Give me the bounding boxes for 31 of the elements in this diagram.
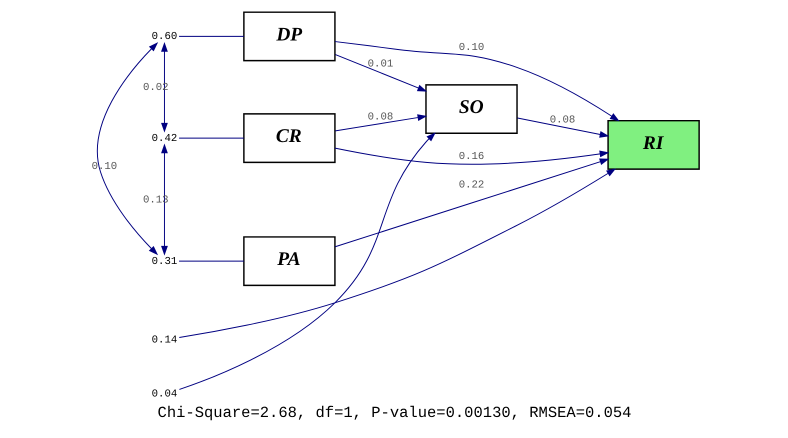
node-text: 0.31 (151, 256, 177, 268)
connector (178, 138, 244, 139)
arrow (516, 118, 609, 138)
arrow (334, 148, 609, 165)
node-box: PA (242, 236, 336, 286)
edge-label: 0.16 (458, 151, 484, 164)
arrow (160, 144, 168, 256)
arrow (334, 114, 427, 132)
node-box: RI (606, 120, 700, 170)
edge-label: 0.08 (549, 114, 575, 126)
caption: Chi-Square=2.68, df=1, P-value=0.00130, RMSEA=0.054 (157, 404, 631, 422)
node-box: SO (424, 84, 518, 134)
arrow (334, 54, 427, 92)
edge-label: 0.08 (367, 112, 393, 124)
edge-label: 0.01 (367, 58, 393, 70)
connector (178, 260, 244, 262)
arrow (334, 41, 620, 122)
arrow (96, 42, 158, 256)
node-text: 0.04 (151, 388, 177, 401)
connector (178, 36, 244, 37)
node-text: 0.60 (151, 31, 177, 44)
edge-label: 0.10 (458, 42, 484, 54)
edge-label: 0.22 (458, 179, 484, 192)
arrow (178, 132, 436, 390)
node-text: 0.14 (151, 334, 177, 346)
arrow (178, 168, 616, 338)
node-box: CR (242, 113, 336, 164)
node-box: DP (242, 11, 336, 62)
arrow (334, 158, 609, 248)
node-text: 0.42 (151, 132, 177, 145)
arrow (160, 42, 168, 133)
